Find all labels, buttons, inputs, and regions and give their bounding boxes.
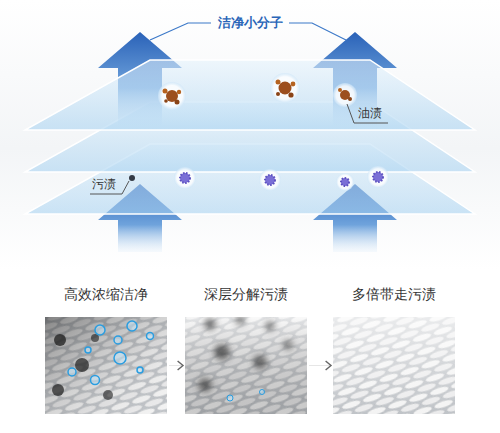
- leader-line: [347, 104, 388, 123]
- fabric-panel: [185, 317, 307, 414]
- panel-caption: 高效浓缩洁净: [45, 284, 167, 304]
- panel-frame: [185, 317, 307, 414]
- panel-frame: [45, 317, 167, 414]
- background: [0, 0, 500, 270]
- title-label: 洁净小分子: [218, 14, 283, 32]
- oil-particle: [333, 83, 357, 107]
- panel-caption: 多倍带走污渍: [333, 284, 455, 304]
- panel-caption: 深层分解污渍: [185, 284, 307, 304]
- process-panel: 深层分解污渍: [185, 284, 307, 414]
- panel-frame: [333, 317, 455, 414]
- dirt-particle: [129, 166, 389, 191]
- oil-particle: [270, 73, 300, 103]
- callout-label: 污渍: [92, 175, 116, 193]
- step-connector: [309, 365, 331, 366]
- fabric-panel: [45, 317, 167, 414]
- callout-label: 油渍: [358, 104, 382, 122]
- oil-particle: [158, 82, 186, 110]
- layer-plane: [25, 60, 475, 130]
- leader-line: [289, 23, 346, 40]
- process-panel: 高效浓缩洁净: [45, 284, 167, 414]
- process-panel: 多倍带走污渍: [333, 284, 455, 414]
- fabric-panel: [333, 317, 455, 414]
- step-connector: [169, 365, 183, 366]
- leader-line: [150, 23, 211, 40]
